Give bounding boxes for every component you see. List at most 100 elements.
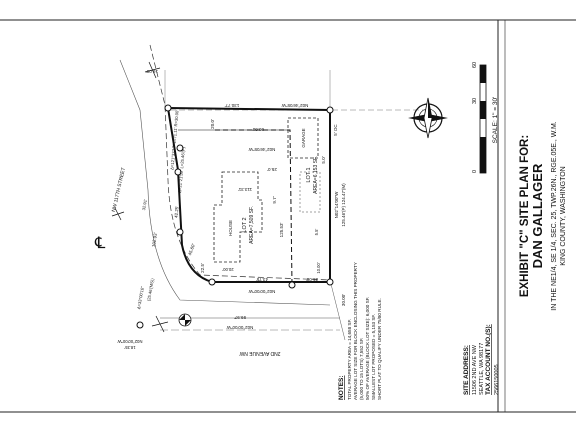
right-dist-group: 125.46'(P) 124.47'(M) [341, 183, 346, 227]
inner-dist3-group: 25.0' [267, 167, 277, 172]
right-bearing: N02°14'00"W [334, 191, 339, 219]
inner-dist-2: 20.0' [210, 119, 215, 129]
house-label-group: HOUSE [228, 220, 233, 236]
corner-tl: 16.00' [146, 69, 158, 74]
section-corner-icon-3 [144, 61, 161, 79]
street-dist-group: 30.00' [341, 294, 346, 306]
corner-ml-group: 32.91' [141, 199, 148, 211]
curve-data-2: Δ=21°21'53" L=25.46'(P) [177, 146, 186, 193]
arc-left: 42.25' [173, 205, 179, 218]
monument-nw [164, 104, 172, 112]
bl-bearing: N02°00'00"W [118, 339, 143, 344]
bottom-dist2-group: 35.00' [306, 277, 318, 282]
notes-line: AVERAGE LOT SIZE FOR BLOCK ENCLOSING THI… [353, 262, 358, 400]
inner-dist2-group: 20.0' [210, 119, 215, 129]
title-owner: DAN GALLAGER [530, 163, 545, 268]
west-street-group: NW 117TH STREET [111, 167, 127, 213]
lot2-label: LOT 2 AREA=7,509 SF. [242, 206, 255, 244]
top-bearing-group: N02°46'05"W [281, 103, 309, 108]
bl-distance: 18.35' [124, 345, 135, 350]
scale-tick-60: 60 [472, 62, 478, 68]
street-bearing-group: N02°00'00"W [226, 325, 254, 330]
notes-block: NOTES: TOTAL PROPERTY AREA = 14,658 SF. … [338, 262, 382, 400]
notes-heading: NOTES: [338, 375, 345, 400]
curve-data-3: Δ=33°00'16" [136, 285, 145, 309]
corner-ml2: (25.46'(MS)) [146, 277, 155, 301]
house-label: HOUSE [228, 220, 233, 236]
title-block: EXHIBIT "C" SITE PLAN FOR: DAN GALLAGER … [519, 121, 567, 311]
section-corner-icon-2 [151, 315, 169, 333]
mid-dist2-group: 125.53' [279, 223, 284, 238]
dim-b: 9.7' [272, 196, 277, 203]
street-lower-distance: 99.97' [234, 315, 246, 320]
site-address-heading: SITE ADDRESS: [463, 345, 470, 395]
centerline-symbol: ℄ [94, 235, 106, 252]
dim-b-group: 9.7' [272, 196, 277, 203]
lot1-name: LOT 1 [306, 167, 312, 182]
monument-curve-2 [176, 228, 184, 236]
garage-label: GARAGE [301, 128, 306, 147]
right-bearing-group: N02°14'00"W [334, 191, 339, 219]
scale-tick-0-group: 0 [472, 170, 478, 173]
mid-bearing: N02°46'05"W [248, 147, 276, 152]
arc-left2-group: 45.60' [187, 243, 196, 256]
street-centerline [149, 44, 331, 281]
notes-line: 50% OF AVERAGE (BLOCK LOT SIZE): 6,000 S… [365, 297, 370, 400]
top-bearing: N02°46'05"W [281, 103, 309, 108]
site-address-block: SITE ADDRESS: 11506 2ND AVE NW SEATTLE, … [463, 343, 485, 395]
inner-dist-1: 60.00' [252, 127, 264, 132]
title-location-1: IN THE NE1/4, SE 1/4, SEC. 25, TWP.26N.,… [551, 121, 558, 311]
scale-bar [479, 64, 487, 174]
lot1-area: AREA=6,153 SF. [313, 156, 319, 194]
notes-line: (5,000 TO 15 LOTS) 7,552 SF. [359, 338, 364, 400]
dim-c: 20.00' [222, 267, 233, 272]
survey-monument-icon [178, 313, 192, 327]
dim-d-group: 5.5' [314, 228, 319, 235]
right-side-a-group: 5.0' [321, 156, 326, 163]
tax-account-heading: TAX ACCOUNT NO.(S): [485, 324, 492, 395]
arc-left-2: 45.60' [187, 243, 196, 256]
mid-dist-group: 113.31' [238, 187, 252, 192]
se-property-line-ext [329, 279, 346, 341]
bottom-bearing-group: N02°00'00"W [248, 289, 276, 294]
dim-c-group: 20.00' [222, 267, 233, 272]
north-arrow-icon [408, 97, 448, 139]
scale-tick-0: 0 [472, 170, 478, 173]
notes-line: SMALLEST LOT PROPOSED = 5,153 SF. [371, 314, 376, 400]
curve2-group: Δ=21°21'53" L=25.46'(P) [177, 146, 186, 193]
west-street-name: NW 117TH STREET [111, 167, 127, 213]
right-side-b-group: 5' OC [333, 124, 338, 136]
corner-ml: 32.91' [141, 199, 148, 211]
scale-label: SCALE: 1" = 30' [492, 97, 499, 144]
bottom-distance: 43.75' [256, 277, 268, 282]
street-distance: 30.00' [341, 294, 346, 306]
right-side-b: 5' OC [333, 124, 338, 136]
monument-se [326, 278, 334, 286]
right-distance: 125.46'(P) 124.47'(M) [341, 183, 346, 227]
top-distance: 130.77' [225, 103, 240, 108]
site-address-line1: 11506 2ND AVE NW [472, 344, 478, 395]
mid-distance: 113.31' [238, 187, 252, 192]
south-street-name: 2ND AVENUE NW [239, 350, 280, 356]
lot1-building-envelope [299, 171, 321, 213]
monument-street [136, 321, 144, 329]
south-street-group: 2ND AVENUE NW [239, 350, 280, 356]
scale-tick-60-group: 60 [472, 62, 478, 68]
dim-e-group: 10.00' [316, 262, 321, 273]
dim-d: 5.5' [314, 228, 319, 235]
street-lower-group: 99.97' [234, 315, 246, 320]
tax-account-block: TAX ACCOUNT NO.(S): 2566150005 [485, 324, 500, 395]
curve-data-1: Δ=121°33'17" L=71.11' R=30.00' [169, 109, 179, 170]
street-edge-outer [119, 59, 331, 306]
curve3-group: Δ=33°00'16" [136, 285, 145, 309]
section-corner-icon [111, 207, 125, 221]
bottom-bearing: N02°00'00"W [248, 289, 276, 294]
scale-tick-30-group: 30 [472, 98, 478, 104]
corner-tl-group: 16.00' [146, 69, 158, 74]
property-boundary [166, 106, 331, 283]
inner-dist1-group: 60.00' [252, 127, 264, 132]
top-dist-group: 130.77' [225, 103, 240, 108]
street-bearing: N02°00'00"W [226, 325, 254, 330]
lot2-area: AREA=7,509 SF. [249, 206, 255, 244]
